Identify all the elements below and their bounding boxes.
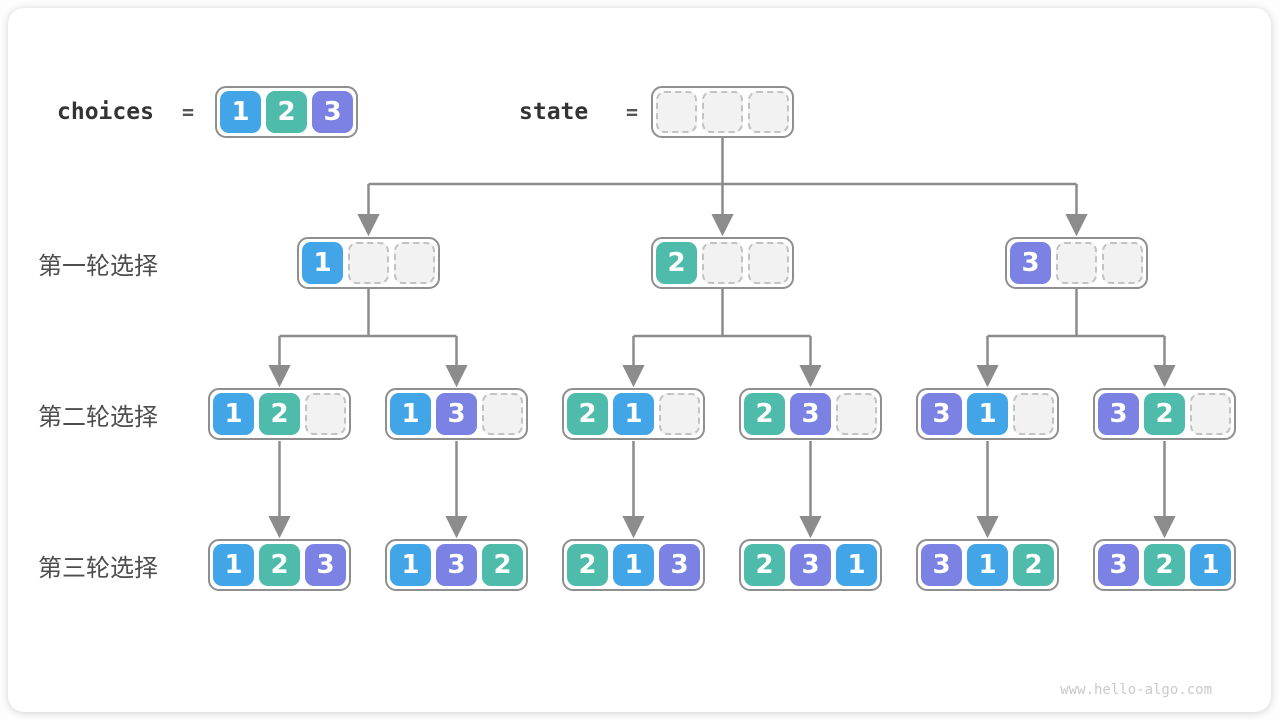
state-node-2: 2 xyxy=(651,237,794,289)
array-cell: 3 xyxy=(436,393,477,435)
array-cell: 2 xyxy=(1013,544,1054,586)
array-cell: 1 xyxy=(390,544,431,586)
array-cell: 3 xyxy=(312,91,353,133)
array-cell: 1 xyxy=(302,242,343,284)
array-cell: 1 xyxy=(220,91,261,133)
array-cell: 2 xyxy=(1144,393,1185,435)
state-node-3-1: 3 1 xyxy=(916,388,1059,440)
array-cell: 2 xyxy=(656,242,697,284)
state-node-3-1-2: 3 1 2 xyxy=(916,539,1059,591)
state-node-2-1: 2 1 xyxy=(562,388,705,440)
state-node-1-3: 1 3 xyxy=(385,388,528,440)
array-cell: 1 xyxy=(967,544,1008,586)
array-cell: 1 xyxy=(836,544,877,586)
state-equals-sign: = xyxy=(626,100,639,124)
array-cell xyxy=(702,91,743,133)
array-cell xyxy=(1013,393,1054,435)
array-cell: 2 xyxy=(567,544,608,586)
state-label: state xyxy=(519,99,589,125)
state-node-2-3-1: 2 3 1 xyxy=(739,539,882,591)
array-cell: 1 xyxy=(613,544,654,586)
array-cell: 1 xyxy=(967,393,1008,435)
array-cell: 2 xyxy=(567,393,608,435)
state-node-1-3-2: 1 3 2 xyxy=(385,539,528,591)
array-cell xyxy=(836,393,877,435)
array-cell: 3 xyxy=(1010,242,1051,284)
array-cell: 1 xyxy=(213,393,254,435)
array-cell: 3 xyxy=(1098,544,1139,586)
array-cell xyxy=(348,242,389,284)
website-watermark: www.hello-algo.com xyxy=(1060,682,1212,698)
array-cell: 3 xyxy=(790,544,831,586)
array-cell xyxy=(748,91,789,133)
array-cell: 3 xyxy=(921,544,962,586)
array-cell: 2 xyxy=(1144,544,1185,586)
array-cell: 3 xyxy=(790,393,831,435)
state-node-3-2: 3 2 xyxy=(1093,388,1236,440)
array-cell: 1 xyxy=(1190,544,1231,586)
array-cell: 3 xyxy=(659,544,700,586)
array-cell xyxy=(305,393,346,435)
array-cell: 2 xyxy=(259,544,300,586)
array-cell: 3 xyxy=(921,393,962,435)
array-cell: 2 xyxy=(482,544,523,586)
array-cell xyxy=(702,242,743,284)
edges-root-to-level1 xyxy=(357,138,1088,237)
state-node-1-2: 1 2 xyxy=(208,388,351,440)
array-cell xyxy=(1190,393,1231,435)
choices-array: 1 2 3 xyxy=(215,86,358,138)
state-array-root xyxy=(651,86,794,138)
array-cell xyxy=(1102,242,1143,284)
edges-level1-to-level2 xyxy=(268,289,1176,388)
edges-level2-to-level3 xyxy=(268,441,1176,539)
state-node-1-2-3: 1 2 3 xyxy=(208,539,351,591)
array-cell: 3 xyxy=(436,544,477,586)
array-cell xyxy=(748,242,789,284)
round-3-label: 第三轮选择 xyxy=(38,553,158,582)
choices-label: choices xyxy=(57,99,154,125)
array-cell: 2 xyxy=(744,544,785,586)
array-cell: 2 xyxy=(744,393,785,435)
array-cell: 3 xyxy=(1098,393,1139,435)
state-node-1: 1 xyxy=(297,237,440,289)
choices-equals-sign: = xyxy=(182,100,195,124)
array-cell: 1 xyxy=(390,393,431,435)
array-cell xyxy=(656,91,697,133)
array-cell xyxy=(482,393,523,435)
array-cell xyxy=(1056,242,1097,284)
state-node-3-2-1: 3 2 1 xyxy=(1093,539,1236,591)
array-cell xyxy=(394,242,435,284)
state-node-2-1-3: 2 1 3 xyxy=(562,539,705,591)
array-cell: 2 xyxy=(259,393,300,435)
state-node-2-3: 2 3 xyxy=(739,388,882,440)
array-cell: 2 xyxy=(266,91,307,133)
array-cell xyxy=(659,393,700,435)
array-cell: 3 xyxy=(305,544,346,586)
round-2-label: 第二轮选择 xyxy=(38,402,158,431)
array-cell: 1 xyxy=(213,544,254,586)
round-1-label: 第一轮选择 xyxy=(38,251,158,280)
state-node-3: 3 xyxy=(1005,237,1148,289)
array-cell: 1 xyxy=(613,393,654,435)
